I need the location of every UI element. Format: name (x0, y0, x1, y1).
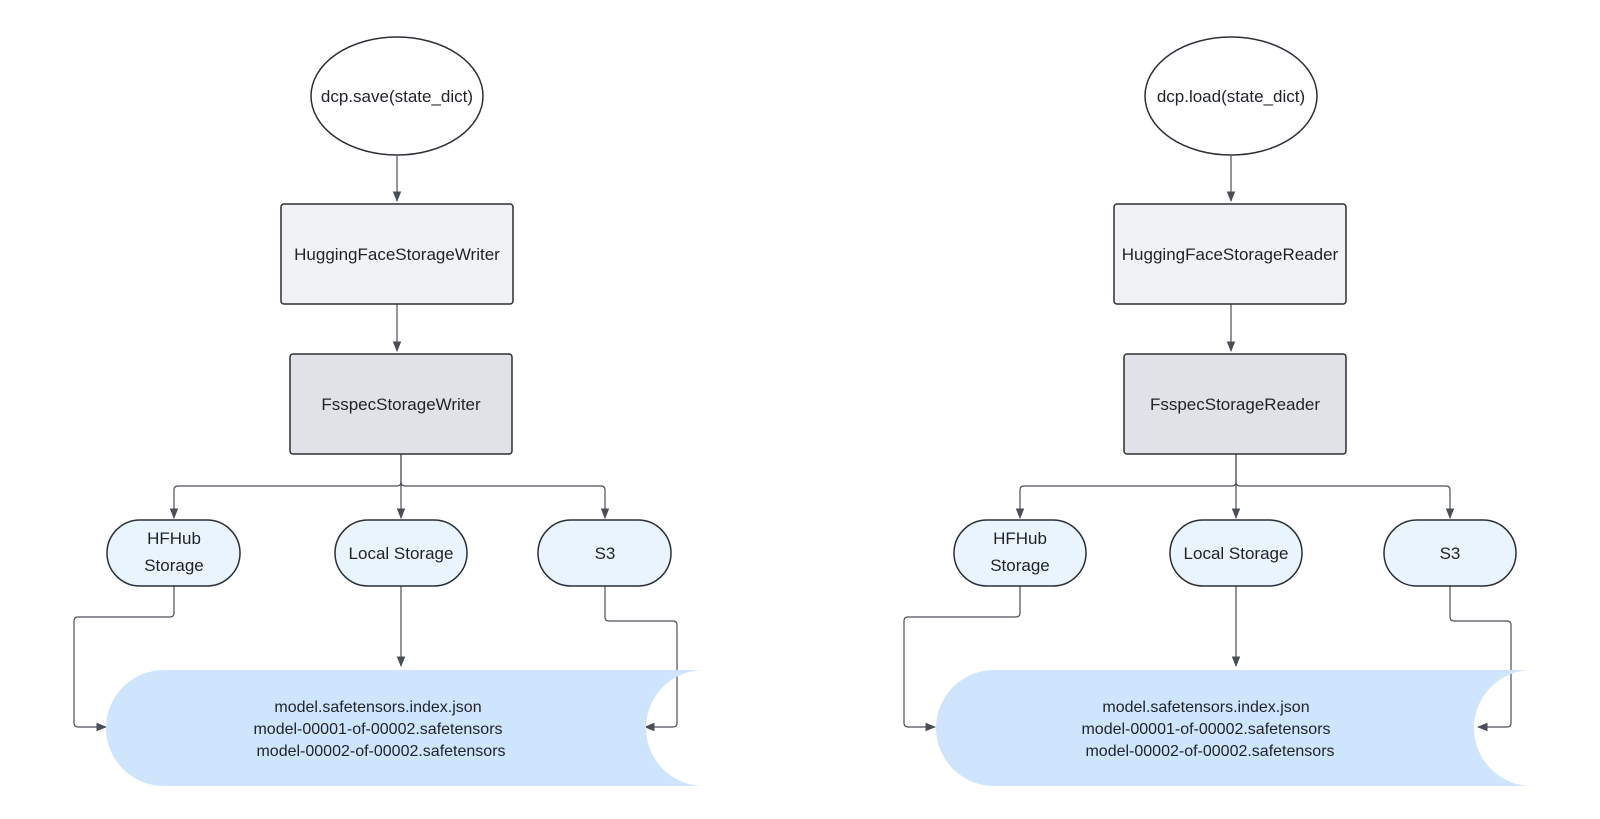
local-storage-label: Local Storage (349, 544, 454, 563)
hfhub-storage-label-line2: Storage (144, 556, 204, 575)
load-file-shard-1: model-00001-of-00002.safetensors (1081, 721, 1330, 738)
edge-hfhub-to-files (73, 586, 175, 732)
load-s3-storage-node (1383, 519, 1517, 587)
hf-storage-writer-node (280, 203, 514, 305)
save-file-shard-1: model-00001-of-00002.safetensors (253, 721, 502, 738)
save-entry-node (310, 36, 484, 156)
load-hfhub-storage-label-line1: HFHub (993, 529, 1047, 548)
load-file-shard-2: model-00002-of-00002.safetensors (1085, 743, 1334, 760)
load-hfhub-storage-label-line2: Storage (990, 556, 1050, 575)
load-file-index: model.safetensors.index.json (1102, 699, 1309, 716)
save-entry-label: dcp.save(state_dict) (321, 87, 473, 106)
hfhub-storage-node (106, 519, 241, 587)
hf-storage-writer-label: HuggingFaceStorageWriter (294, 245, 500, 264)
load-entry-label: dcp.load(state_dict) (1157, 87, 1305, 106)
load-hfhub-storage-node (953, 519, 1087, 587)
load-flow: dcp.load(state_dict) HuggingFaceStorageR… (903, 36, 1532, 786)
load-local-storage-label: Local Storage (1184, 544, 1289, 563)
load-files-node (936, 670, 1532, 786)
load-s3-storage-label: S3 (1440, 544, 1461, 563)
edge-fsspec-reader-to-s3 (1235, 481, 1455, 520)
hf-storage-reader-label: HuggingFaceStorageReader (1122, 245, 1339, 264)
edge-load-hfhub-to-files (903, 586, 1021, 732)
save-flow: dcp.save(state_dict) HuggingFaceStorageW… (73, 36, 704, 786)
edge-s3-to-files (604, 586, 678, 732)
fsspec-storage-writer-node (289, 353, 513, 455)
edge-fsspec-to-s3 (400, 481, 610, 520)
s3-storage-node (537, 519, 672, 587)
load-local-storage-node (1169, 519, 1303, 587)
save-file-shard-2: model-00002-of-00002.safetensors (256, 743, 505, 760)
edge-fsspec-reader-to-hfhub (1015, 454, 1237, 520)
hf-storage-reader-node (1113, 203, 1347, 305)
edge-load-s3-to-files (1449, 586, 1512, 732)
save-files-node (106, 670, 704, 786)
hfhub-storage-label-line1: HFHub (147, 529, 201, 548)
local-storage-node (334, 519, 468, 587)
save-file-index: model.safetensors.index.json (274, 699, 481, 716)
load-entry-node (1144, 36, 1318, 156)
fsspec-storage-writer-label: FsspecStorageWriter (321, 395, 481, 414)
s3-storage-label: S3 (595, 544, 616, 563)
edge-fsspec-to-hfhub (169, 454, 402, 520)
fsspec-storage-reader-node (1123, 353, 1347, 455)
fsspec-storage-reader-label: FsspecStorageReader (1150, 395, 1320, 414)
